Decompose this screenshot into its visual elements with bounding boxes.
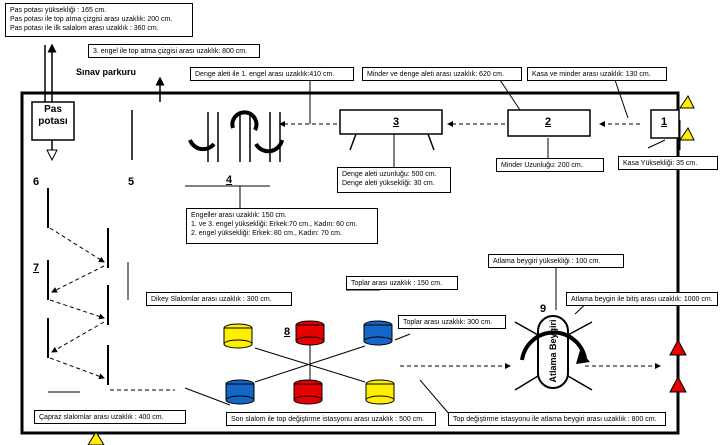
station-number-5: 5 (128, 176, 135, 188)
start-cone-1 (679, 95, 695, 109)
denge-aleti-info: Denge aleti uzunluğu: 500 cm. Denge alet… (337, 167, 451, 193)
course-border (20, 91, 680, 435)
corner-cone (87, 431, 105, 445)
engel3-top-label: 3. engel ile top atma çizgisi arası uzak… (88, 44, 260, 58)
toplar-300-label: Toplar arası uzaklık: 300 cm. (398, 315, 506, 329)
station-number-1: 1 (661, 116, 668, 128)
engel-2-height: 2. engel yüksekliği: Erkek: 80 cm., Kadı… (191, 230, 342, 237)
start-cone-2 (679, 127, 695, 141)
station-number-6: 6 (33, 176, 40, 188)
station-number-4: 4 (226, 174, 233, 186)
pas-potasi-info: Pas potası yüksekliği : 165 cm. Pas pota… (5, 3, 193, 37)
engeller (207, 112, 281, 162)
atlama-yuksekligi-label: Atlama beygiri yüksekliği : 100 cm. (488, 254, 624, 268)
engel-1-3-height: 1. ve 3. engel yüksekliği: Erkek:70 cm.,… (191, 221, 358, 228)
denge-yuksekligi: Denge aleti yüksekliği: 30 cm. (342, 180, 435, 187)
pas-potasi-height: Pas potası yüksekliği : 165 cm. (10, 7, 107, 14)
finish-cone-1 (669, 338, 687, 356)
station-number-2: 2 (545, 116, 552, 128)
station-number-9: 9 (540, 303, 547, 315)
pas-potasi-arrow (46, 149, 58, 162)
kasa-yuksekligi-label: Kasa Yüksekliği: 35 cm. (618, 156, 718, 170)
kasa-minder-label: Kasa ve minder arası uzaklık: 130 cm. (527, 67, 667, 81)
minder-uzunlugu-label: Minder Uzunluğu: 200 cm. (496, 158, 604, 172)
top-degistirme-label: Top değiştirme istasyonu ile atlama beyg… (448, 412, 666, 426)
pas-potasi-box (31, 101, 75, 141)
minder-box (507, 109, 591, 137)
denge-uzunlugu: Denge aleti uzunluğu: 500 cm. (342, 171, 437, 178)
atlama-bitis-label: Atlama beygiri ile bitiş arası uzaklık: … (566, 292, 718, 306)
balls (223, 320, 395, 405)
denge-aleti (339, 109, 443, 135)
station-number-8: 8 (284, 326, 291, 338)
pas-potasi-label: Pas potası (38, 104, 68, 127)
station-number-7: 7 (33, 262, 40, 274)
course-title: Sınav parkuru (76, 67, 137, 77)
minder-denge-label: Minder ve denge aleti arası uzaklık: 620… (362, 67, 522, 81)
engeller-info: Engeller arası uzaklık: 150 cm. 1. ve 3.… (186, 208, 378, 244)
kasa-box (650, 109, 680, 139)
toplar-150-label: Toplar arası uzaklık : 150 cm. (346, 276, 458, 290)
finish-cone-2 (669, 375, 687, 393)
pas-potasi-throwline: Pas potası ile top atma çizgisi arası uz… (10, 16, 173, 23)
atlama-beygiri-label: Atlama Beygiri (548, 319, 558, 383)
dikey-slalom-label: Dikey Slalomlar arası uzaklık : 300 cm. (146, 292, 292, 306)
denge-engel-label: Denge aleti ile 1. engel arası uzaklık:4… (190, 67, 354, 81)
engeller-distance: Engeller arası uzaklık: 150 cm. (191, 212, 287, 219)
pas-potasi-slalom: Pas potası ile ilk salalom arası uzaklık… (10, 25, 159, 32)
capraz-slalom-label: Çapraz slalomlar arası uzaklık : 400 cm. (34, 410, 186, 424)
son-slalom-label: Son slalom ile top değiştirme istasyonu … (226, 412, 436, 426)
station-number-3: 3 (393, 116, 400, 128)
